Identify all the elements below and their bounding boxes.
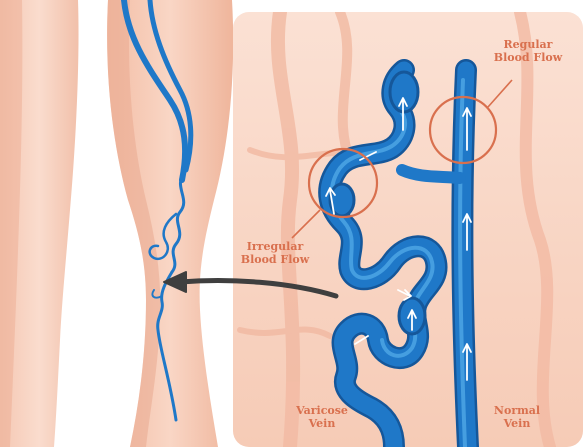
irregular-blood-flow-label: Irregular Blood Flow <box>236 240 314 266</box>
varicose-vein-label: Varicose Vein <box>287 404 357 430</box>
normal-vein-label: Normal Vein <box>482 404 552 430</box>
regular-blood-flow-label: Regular Blood Flow <box>488 38 568 64</box>
regular-label-line2: Blood Flow <box>488 51 568 64</box>
normal-label-line2: Vein <box>482 417 552 430</box>
irregular-label-line1: Irregular <box>236 240 314 253</box>
varicose-label-line2: Vein <box>287 417 357 430</box>
normal-label-line1: Normal <box>482 404 552 417</box>
regular-label-line1: Regular <box>488 38 568 51</box>
varicose-label-line1: Varicose <box>287 404 357 417</box>
irregular-label-line2: Blood Flow <box>236 253 314 266</box>
